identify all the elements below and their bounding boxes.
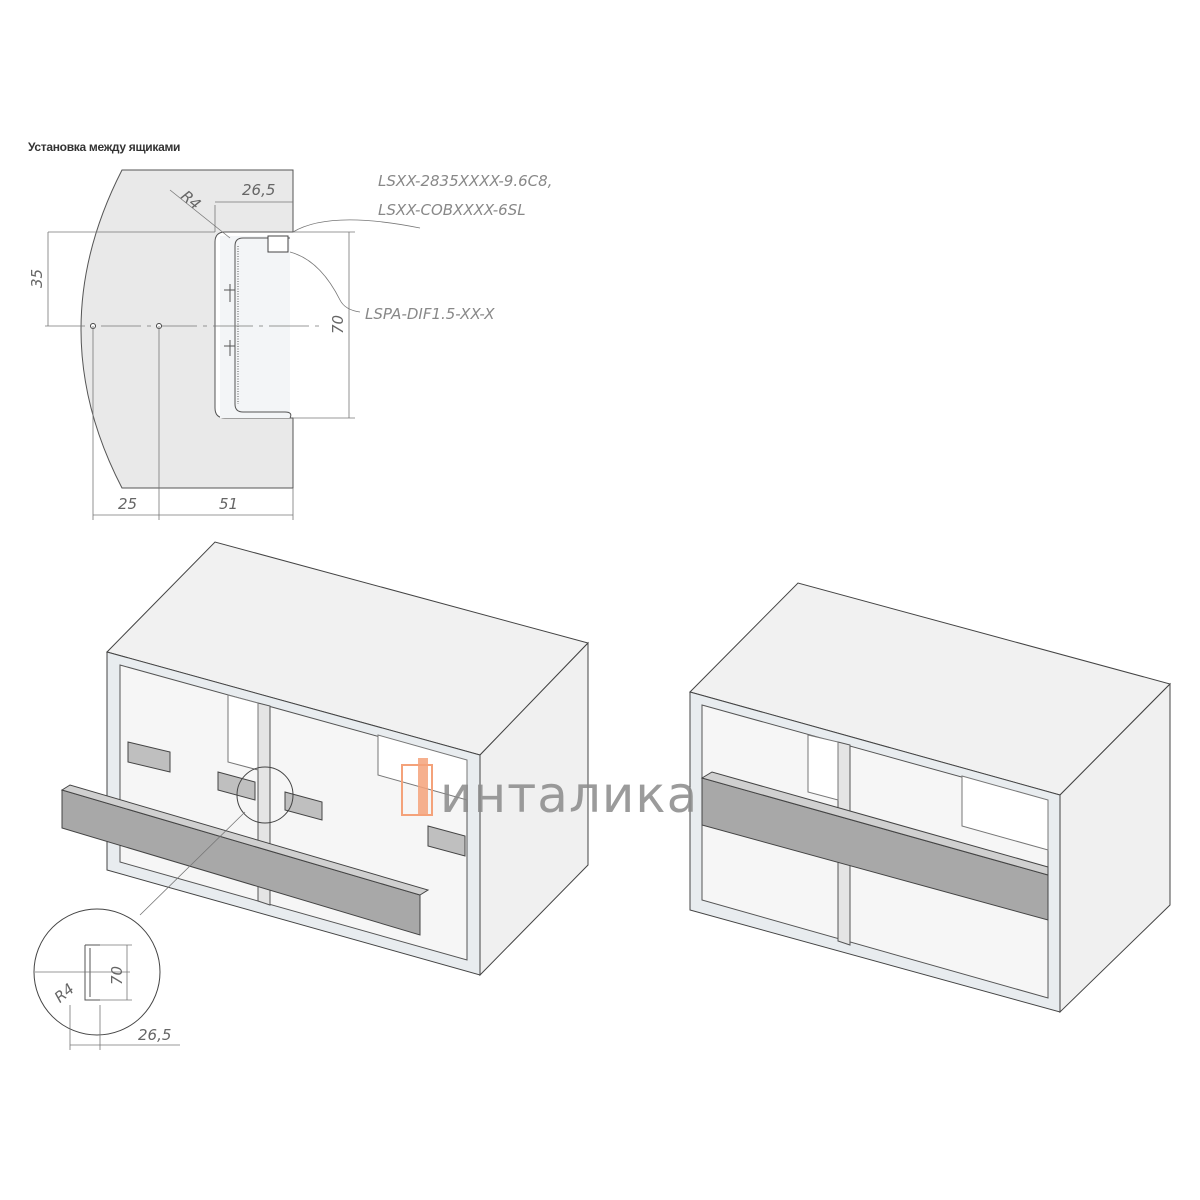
profile-section — [220, 235, 292, 419]
label-led-strip-2: LSXX-COBXXXX-6SL — [378, 201, 526, 219]
brand-watermark: интaлика — [401, 758, 698, 824]
detail-dim-height: 70 — [108, 966, 126, 985]
dim-bottom-right: 51 — [219, 495, 238, 513]
dim-width: 26,5 — [242, 181, 275, 199]
led-profile — [60, 784, 430, 936]
drawing-title: Установка между ящиками — [28, 140, 181, 154]
label-led-strip-1: LSXX-2835XXXX-9.6C8, — [378, 172, 552, 190]
label-diffuser: LSPA-DIF1.5-XX-X — [365, 305, 495, 323]
detail-dim-width: 26,5 — [138, 1026, 171, 1044]
dim-bottom-left: 25 — [118, 495, 137, 513]
detail-callout: 70 R4 26,5 — [33, 908, 180, 1050]
dim-height: 70 — [329, 315, 347, 334]
brand-name: интaлика — [440, 766, 698, 824]
dim-half-height: 35 — [28, 269, 46, 288]
mounting-brackets — [127, 741, 466, 857]
cabinet-with-profile-exploded — [60, 541, 589, 977]
section-drawing: 26,5 R4 35 70 25 51 LSXX-2835XXXX-9.6C8,… — [28, 169, 552, 520]
cabinet-with-profile-installed — [689, 582, 1171, 1014]
brand-logo-icon — [401, 764, 433, 816]
